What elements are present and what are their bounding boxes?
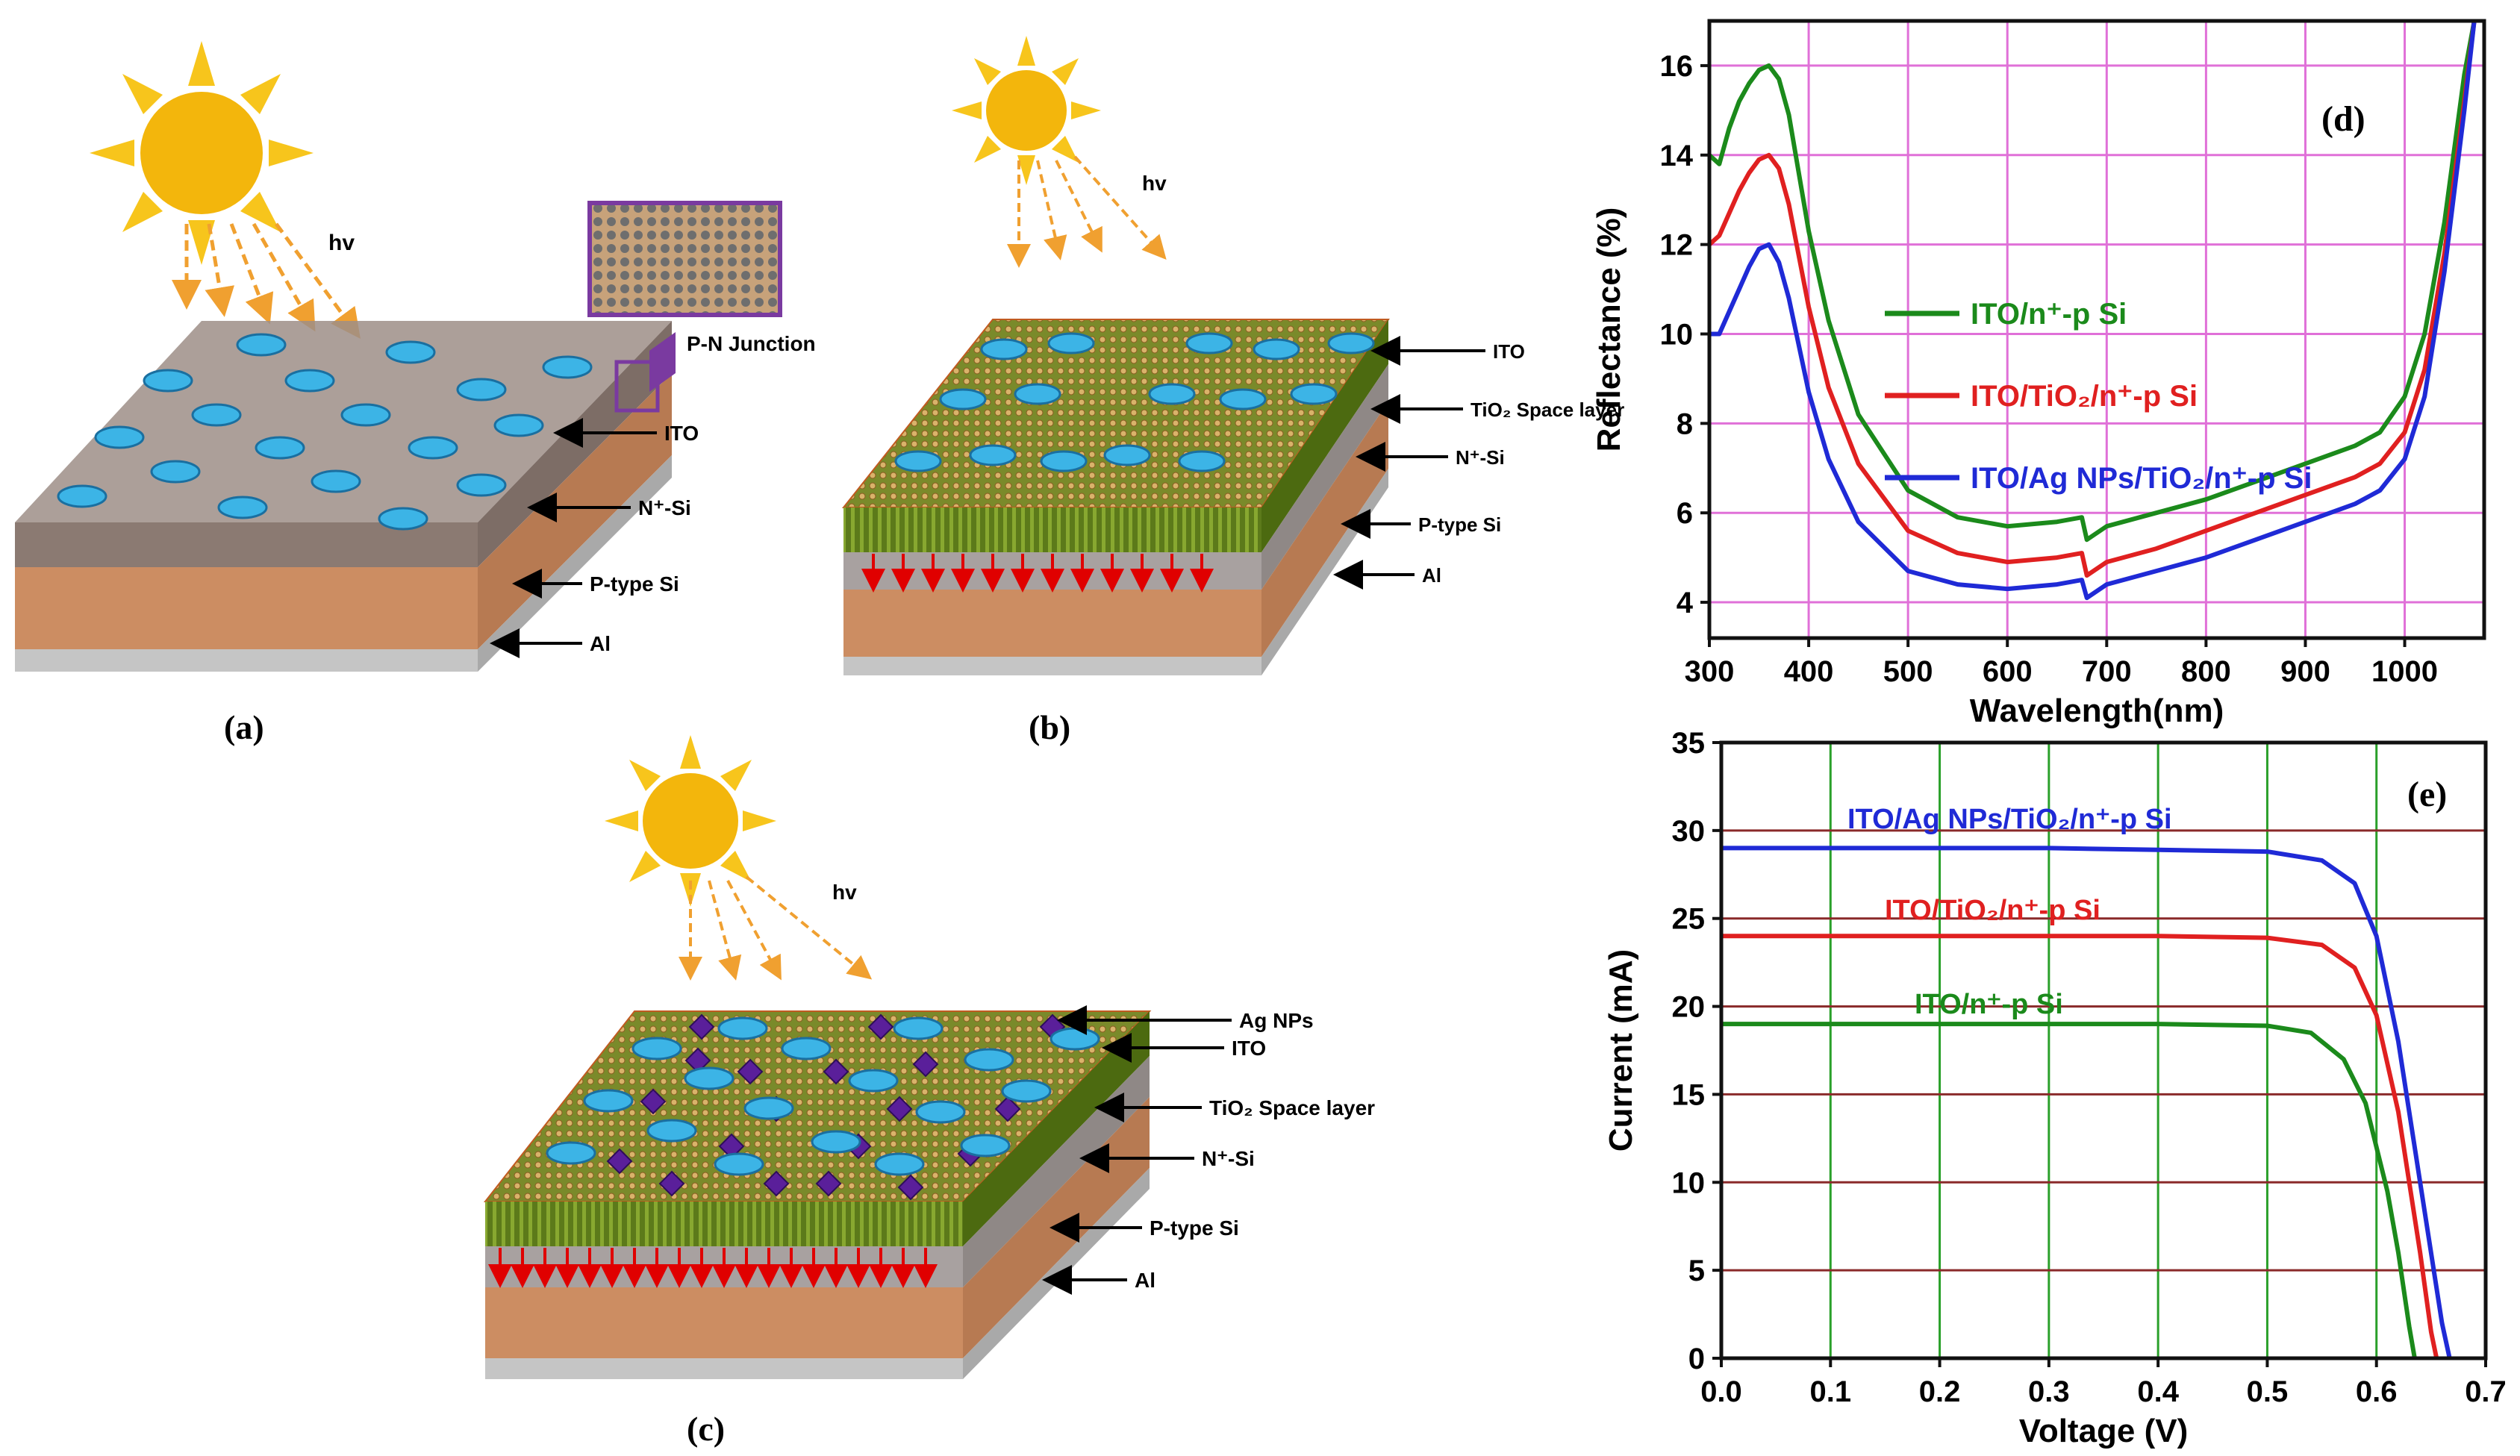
series-line-1: [1709, 21, 2477, 543]
y-tick-label: 15: [1672, 1078, 1706, 1111]
label-tio2: TiO₂ Space layer: [1209, 1096, 1375, 1119]
series-line-2: [1709, 21, 2477, 578]
y-tick-label: 25: [1672, 903, 1706, 936]
series-inline-label: ITO/n⁺-p Si: [1915, 989, 2063, 1020]
panel-c-label: (c): [687, 1410, 725, 1448]
light-rays: [1007, 155, 1167, 268]
panel-b: hv ITO TiO₂ Space layer: [841, 36, 1624, 746]
legend-label: ITO/n⁺-p Si: [1971, 298, 2127, 331]
plot-frame: [1707, 19, 2486, 640]
light-rays: [679, 875, 873, 981]
x-tick-label: 900: [2280, 655, 2330, 688]
y-tick-label: 35: [1672, 727, 1706, 760]
series-line-2: [1721, 934, 2439, 1358]
y-tick-label: 14: [1660, 140, 1694, 172]
chart-d-reflectance: 300 400 500 600 700 800 900 1000 4 6 8 10 12 14 16Wave…: [1591, 19, 2486, 729]
y-tick-label: 20: [1672, 991, 1706, 1024]
light-rays: [172, 222, 361, 340]
sun-icon: [90, 41, 314, 265]
series-inline-label: ITO/Ag NPs/TiO₂/n⁺-p Si: [1847, 804, 2172, 835]
x-tick-label: 1000: [2371, 655, 2438, 688]
pn-junction-inset: [587, 201, 782, 413]
hv-label: hv: [832, 881, 857, 904]
panel-c: hv: [483, 735, 1375, 1448]
label-p-si: P-type Si: [1418, 513, 1501, 536]
label-ag-nps: Ag NPs: [1239, 1009, 1314, 1032]
hv-label: hv: [1142, 172, 1167, 195]
label-p-si: P-type Si: [1150, 1216, 1239, 1240]
series-inline-label: ITO/TiO₂/n⁺-p Si: [1885, 895, 2100, 926]
x-tick-label: 0.7: [2465, 1375, 2507, 1408]
panel-a-label: (a): [224, 708, 264, 746]
series-line-3: [1709, 21, 2477, 601]
y-tick-label: 30: [1672, 815, 1706, 848]
y-tick-label: 4: [1677, 587, 1694, 619]
x-tick-label: 0.4: [2137, 1375, 2179, 1408]
legend-label: ITO/Ag NPs/TiO₂/n⁺-p Si: [1971, 462, 2312, 495]
label-n-si: N⁺-Si: [638, 496, 691, 519]
label-al: Al: [1422, 564, 1441, 587]
label-al: Al: [590, 632, 611, 655]
x-tick-label: 0.5: [2247, 1375, 2289, 1408]
x-tick-label: 600: [1983, 655, 2033, 688]
panel-label: (d): [2321, 99, 2365, 139]
label-pn-junction: P-N Junction: [687, 332, 816, 355]
x-tick-label: 500: [1883, 655, 1933, 688]
sun-icon: [952, 36, 1101, 185]
x-tick-label: 0.2: [1919, 1375, 1961, 1408]
y-tick-label: 10: [1660, 318, 1694, 351]
y-tick-label: 8: [1677, 407, 1693, 440]
ito-disks: [546, 1016, 1100, 1176]
label-p-si: P-type Si: [590, 572, 679, 596]
label-ito: ITO: [664, 422, 699, 445]
panel-label: (e): [2407, 775, 2447, 814]
y-tick-label: 5: [1688, 1255, 1705, 1287]
label-ito: ITO: [1493, 340, 1525, 363]
label-ito: ITO: [1232, 1037, 1266, 1060]
panel-a: hv P-N Junction ITO N⁺-Si P: [15, 41, 816, 746]
y-tick-label: 6: [1677, 497, 1693, 530]
field-arrows: [861, 554, 1214, 593]
label-n-si: N⁺-Si: [1456, 446, 1505, 469]
x-tick-label: 0.3: [2028, 1375, 2070, 1408]
y-tick-label: 0: [1688, 1343, 1705, 1375]
series-line-1: [1721, 846, 2452, 1358]
x-tick-label: 0.1: [1809, 1375, 1851, 1408]
sun-icon: [605, 735, 776, 907]
label-n-si: N⁺-Si: [1202, 1147, 1255, 1170]
x-tick-label: 300: [1685, 655, 1735, 688]
plot-frame: [1719, 740, 2488, 1360]
series-line-3: [1721, 1022, 2417, 1358]
x-axis-label: Wavelength(nm): [1970, 693, 2224, 729]
x-tick-label: 400: [1784, 655, 1834, 688]
label-al: Al: [1135, 1269, 1155, 1292]
y-axis-label: Current (mA): [1603, 949, 1639, 1152]
panel-b-label: (b): [1029, 708, 1070, 746]
chart-e-iv-curve: 0.0 0.1 0.2 0.3 0.4 0.5 0.6 0.7 0 5 10 15 20 25 30 35Vo…: [1603, 727, 2507, 1449]
ito-disks: [57, 333, 593, 531]
x-tick-label: 700: [2082, 655, 2132, 688]
x-tick-label: 0.0: [1700, 1375, 1742, 1408]
x-tick-label: 0.6: [2356, 1375, 2398, 1408]
legend-label: ITO/TiO₂/n⁺-p Si: [1971, 380, 2198, 413]
y-axis-label: Reflectance (%): [1591, 207, 1627, 452]
x-tick-label: 800: [2181, 655, 2231, 688]
y-tick-label: 10: [1672, 1166, 1706, 1199]
ito-disks: [894, 332, 1375, 472]
y-tick-label: 12: [1660, 229, 1694, 262]
field-arrows: [488, 1248, 938, 1288]
label-tio2: TiO₂ Space layer: [1470, 399, 1624, 421]
x-axis-label: Voltage (V): [2019, 1413, 2189, 1449]
y-tick-label: 16: [1660, 50, 1694, 83]
hv-label: hv: [328, 231, 355, 255]
